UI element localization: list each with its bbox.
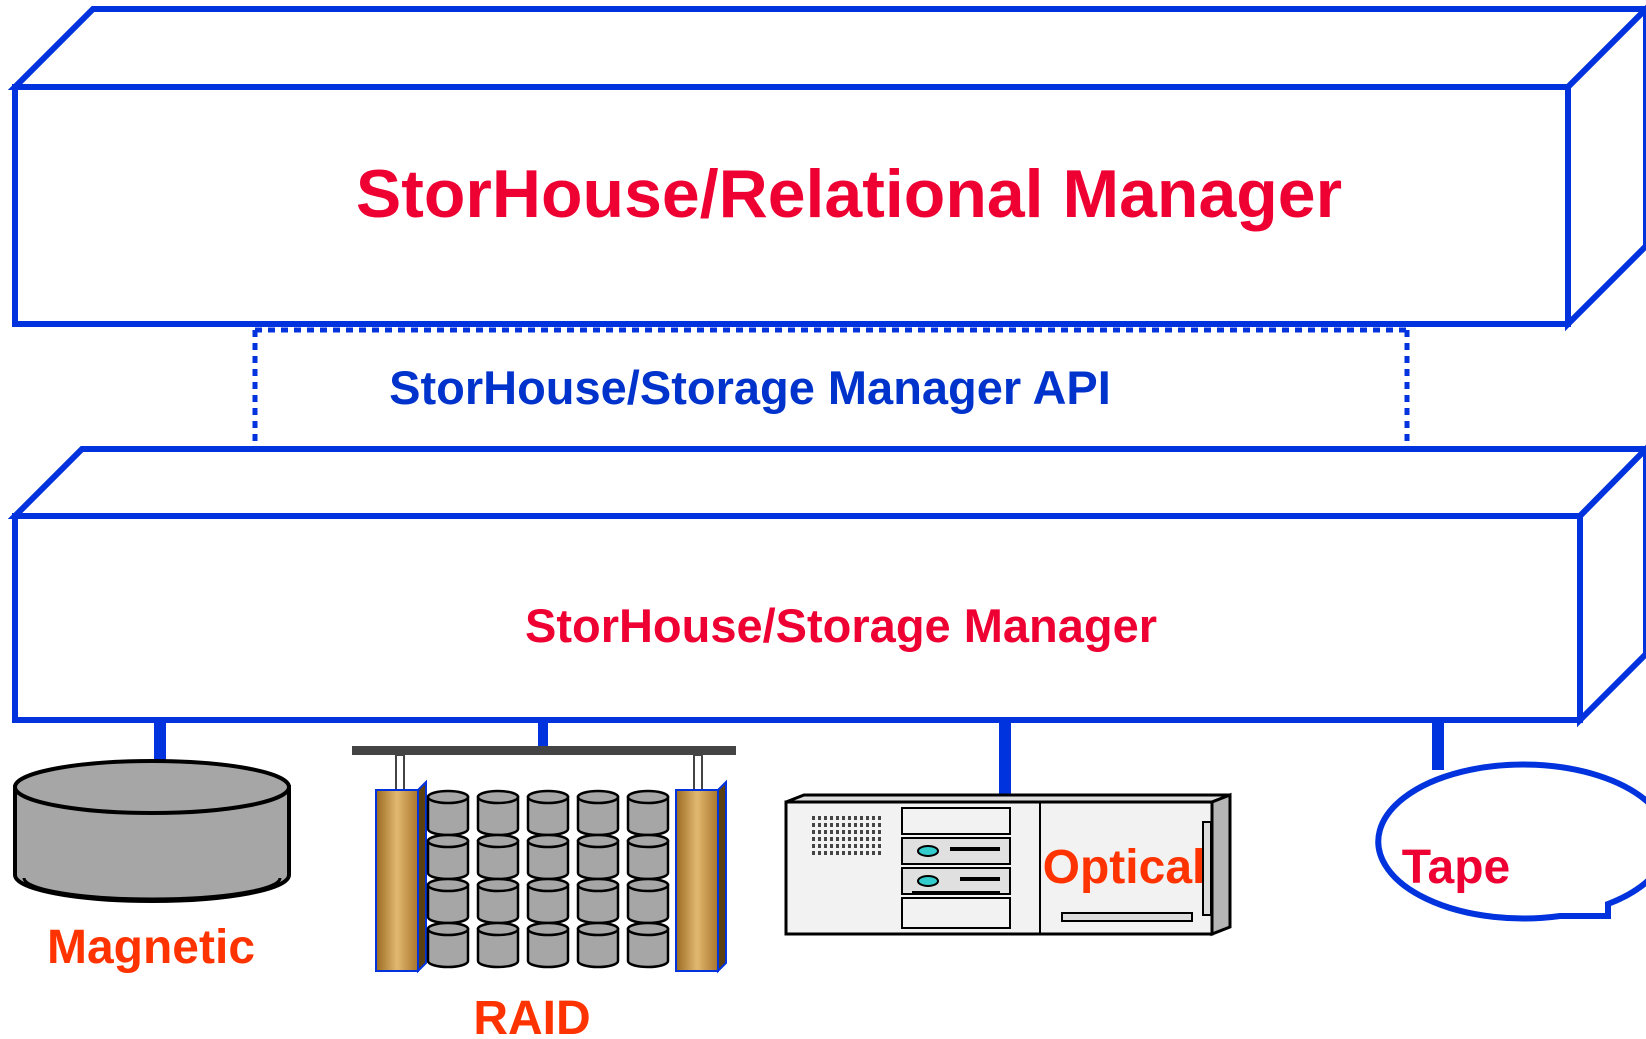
optical-vent [812, 816, 881, 855]
raid-rail-left [375, 779, 427, 974]
raid-disk [526, 833, 570, 881]
raid-disk [476, 789, 520, 837]
raid-disk [476, 833, 520, 881]
raid-disk-grid [426, 789, 670, 969]
raid-top-bar [352, 746, 736, 755]
magnetic-label: Magnetic [47, 921, 255, 974]
api-dotted-connector [252, 327, 1410, 443]
raid-disk [426, 833, 470, 881]
raid-disk [576, 877, 620, 925]
raid-rail-right [675, 779, 727, 974]
raid-disk [426, 921, 470, 969]
tape-reel-icon [1375, 761, 1646, 922]
relational-manager-box [7, 4, 1646, 332]
raid-disk [526, 921, 570, 969]
storage-manager-label: StorHouse/Storage Manager [525, 599, 1157, 652]
raid-disk [576, 789, 620, 837]
raid-disk [476, 877, 520, 925]
storage-manager-box [7, 444, 1646, 728]
raid-disk [476, 921, 520, 969]
storage-manager-api-label: StorHouse/Storage Manager API [389, 361, 1111, 414]
raid-disk [626, 789, 670, 837]
raid-disk [626, 833, 670, 881]
raid-label: RAID [473, 992, 590, 1039]
optical-label: Optical [1043, 841, 1206, 894]
raid-disk [626, 921, 670, 969]
relational-manager-label: StorHouse/Relational Manager [356, 156, 1342, 232]
raid-disk [576, 921, 620, 969]
optical-drive-icon [784, 792, 1232, 937]
raid-disk [576, 833, 620, 881]
raid-disk [526, 877, 570, 925]
raid-disk [426, 877, 470, 925]
tape-label: Tape [1402, 841, 1510, 894]
device-connectors [154, 723, 1444, 800]
disk-drum-icon [13, 759, 291, 903]
raid-disk [626, 877, 670, 925]
raid-disk [426, 789, 470, 837]
raid-disk [526, 789, 570, 837]
raid-array-icon [352, 746, 736, 974]
